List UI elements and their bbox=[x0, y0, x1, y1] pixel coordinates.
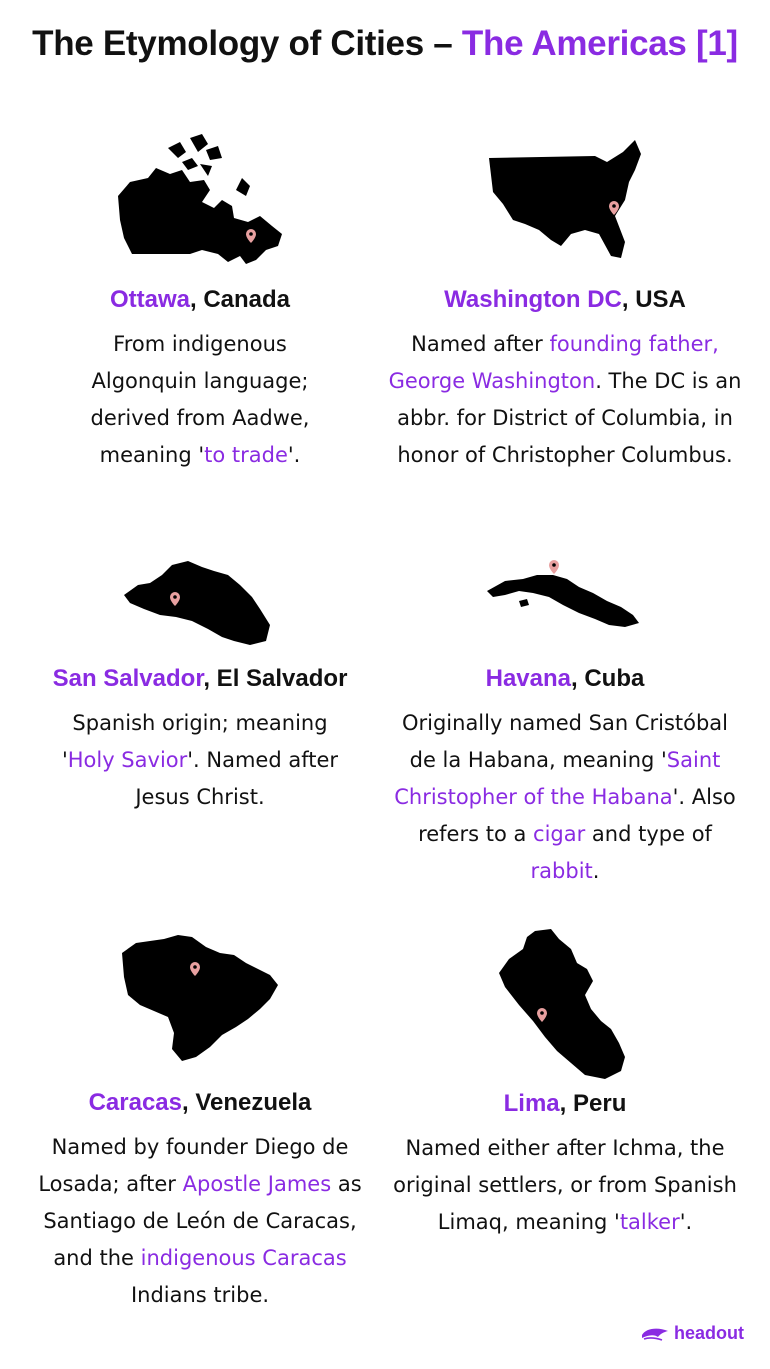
city-heading: Ottawa, Canada bbox=[20, 286, 380, 314]
city-description: Named either after Ichma, the original s… bbox=[393, 1136, 737, 1234]
city-name: San Salvador bbox=[52, 665, 204, 692]
city-card-havana: Havana, Cuba Originally named San Cristó… bbox=[385, 545, 745, 890]
country-name: , El Salvador bbox=[203, 665, 348, 692]
city-card-ottawa: Ottawa, Canada From indigenous Algonquin… bbox=[20, 130, 380, 474]
brand-logo: headout bbox=[640, 1323, 744, 1344]
city-card-san-salvador: San Salvador, El Salvador Spanish origin… bbox=[20, 545, 380, 816]
location-pin-icon bbox=[609, 201, 619, 215]
city-description: Named after founding father, George Wash… bbox=[388, 332, 742, 467]
highlight-text: founding father, George Washington bbox=[388, 332, 719, 393]
city-card-lima: Lima, Peru Named either after Ichma, the… bbox=[385, 925, 745, 1241]
peru-map-icon bbox=[499, 929, 625, 1079]
city-description: Named by founder Diego de Losada; after … bbox=[38, 1135, 362, 1307]
city-heading: San Salvador, El Salvador bbox=[20, 665, 380, 693]
canada-map-icon bbox=[118, 134, 282, 264]
city-name: Washington DC bbox=[444, 286, 622, 313]
location-pin-icon bbox=[190, 962, 200, 976]
country-name: , USA bbox=[621, 286, 686, 313]
city-heading: Caracas, Venezuela bbox=[20, 1089, 380, 1117]
el-salvador-map-icon bbox=[124, 561, 270, 645]
cuba-map-icon bbox=[487, 560, 639, 627]
country-name: , Canada bbox=[189, 286, 291, 313]
city-name: Caracas bbox=[88, 1089, 182, 1116]
city-name: Havana bbox=[485, 665, 572, 692]
location-pin-icon bbox=[549, 560, 559, 574]
city-description: From indigenous Algonquin language; deri… bbox=[90, 332, 310, 467]
highlight-text: talker bbox=[619, 1210, 680, 1234]
title-main: The Etymology of Cities – bbox=[32, 24, 453, 63]
location-pin-icon bbox=[537, 1008, 547, 1022]
highlight-text: Saint Christopher of the Habana bbox=[394, 748, 721, 809]
city-heading: Lima, Peru bbox=[385, 1090, 745, 1118]
highlight-text: Apostle James bbox=[182, 1172, 332, 1196]
highlight-text: cigar bbox=[533, 822, 586, 846]
city-name: Ottawa bbox=[109, 286, 190, 313]
highlight-text: to trade bbox=[204, 443, 288, 467]
city-name: Lima bbox=[503, 1090, 560, 1117]
headout-logo-icon bbox=[642, 1328, 668, 1341]
venezuela-map-icon bbox=[122, 935, 278, 1061]
highlight-text: indigenous Caracas bbox=[140, 1246, 347, 1270]
highlight-text: Holy Savior bbox=[67, 748, 188, 772]
city-description: Originally named San Cristóbal de la Hab… bbox=[394, 711, 736, 883]
brand-name: headout bbox=[674, 1323, 744, 1343]
usa-map-icon bbox=[489, 140, 641, 258]
city-description: Spanish origin; meaning 'Holy Savior'. N… bbox=[61, 711, 339, 809]
country-name: , Peru bbox=[559, 1090, 627, 1117]
country-name: , Venezuela bbox=[182, 1089, 312, 1116]
highlight-text: rabbit bbox=[530, 859, 593, 883]
city-heading: Washington DC, USA bbox=[385, 286, 745, 314]
city-card-washington-dc: Washington DC, USA Named after founding … bbox=[385, 130, 745, 474]
location-pin-icon bbox=[246, 229, 256, 243]
location-pin-icon bbox=[170, 592, 180, 606]
country-name: , Cuba bbox=[571, 665, 645, 692]
city-card-caracas: Caracas, Venezuela Named by founder Dieg… bbox=[20, 925, 380, 1314]
city-heading: Havana, Cuba bbox=[385, 665, 745, 693]
title-accent: The Americas [1] bbox=[461, 24, 738, 63]
page-title: The Etymology of Cities – The Americas [… bbox=[0, 24, 770, 64]
